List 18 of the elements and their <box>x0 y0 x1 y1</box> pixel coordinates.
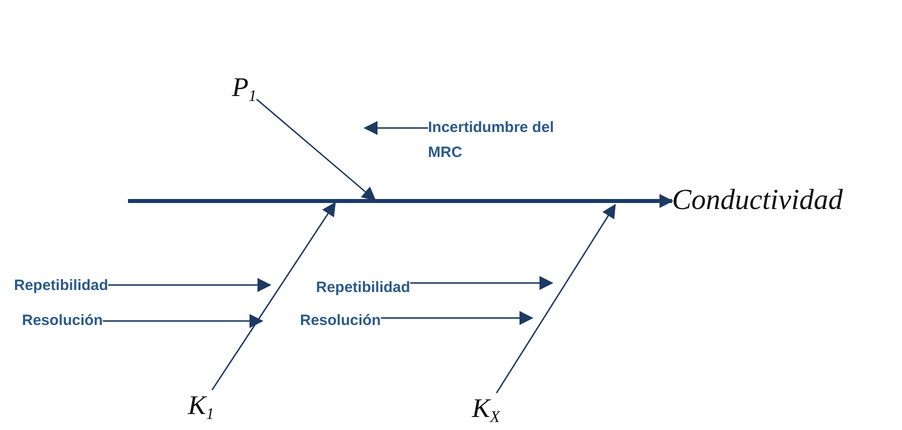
cause-label: Resolución <box>22 308 103 333</box>
effect-variable-label: P$_{1}$ <box>232 72 257 106</box>
cause-label: Resolución <box>300 308 381 333</box>
cause-label: Repetibilidad <box>14 273 108 298</box>
effect-label: Conductividad <box>672 184 843 218</box>
bone-arrow <box>211 202 336 390</box>
cause-arrow <box>410 276 554 290</box>
effect-variable-label: K$_{X}$ <box>472 393 500 426</box>
cause-arrow <box>380 311 534 325</box>
effect-variable-label: K$_{1}$ <box>188 390 214 424</box>
cause-arrow <box>102 314 264 328</box>
bone-arrow <box>496 204 616 394</box>
cause-arrow <box>364 121 428 135</box>
bone-arrow <box>256 98 376 201</box>
cause-label: Incertidumbre del MRC <box>428 115 588 165</box>
cause-arrow <box>108 278 272 292</box>
spine-arrow <box>128 194 674 208</box>
cause-label: Repetibilidad <box>316 275 410 300</box>
